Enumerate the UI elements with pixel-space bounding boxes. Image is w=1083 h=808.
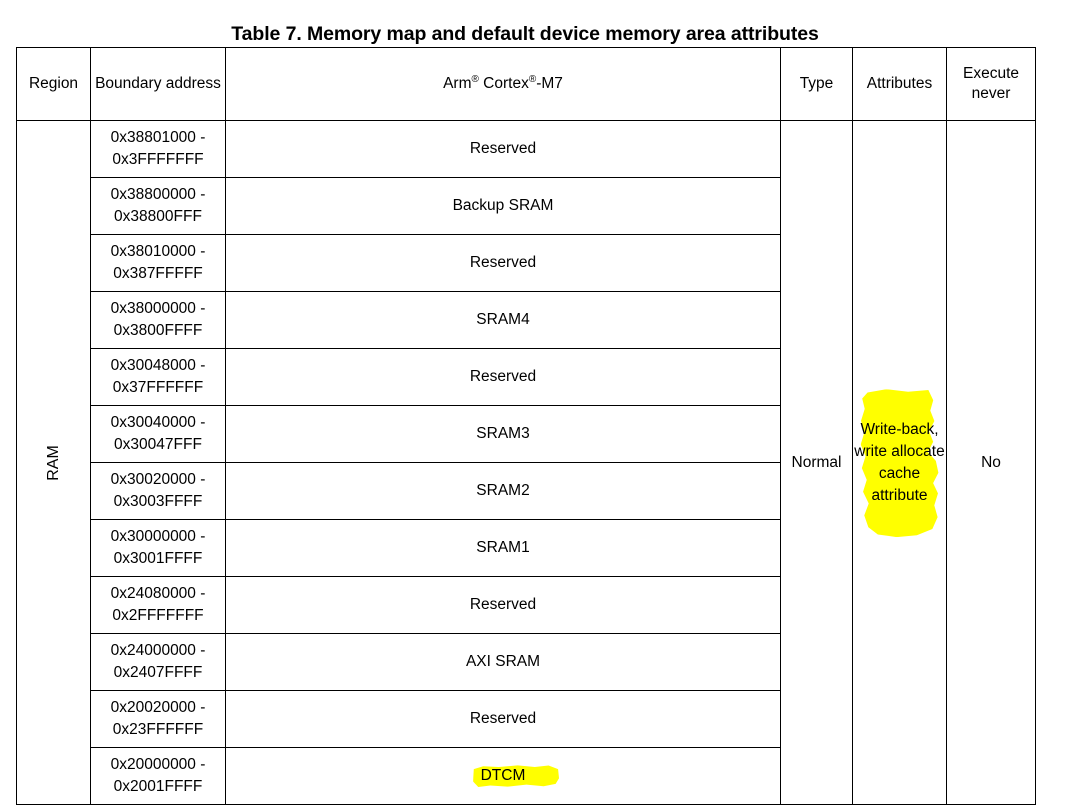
header-region: Region [16, 47, 91, 121]
type-label: Normal [791, 453, 842, 471]
header-core-prefix: Arm [443, 75, 472, 92]
table-row: 0x38000000 - 0x3800FFFF SRAM4 [17, 291, 1036, 349]
cell-boundary-address: 0x30020000 - 0x3003FFFF [90, 462, 226, 520]
header-execute-never: Execute never [946, 47, 1036, 121]
region-label: RAM [44, 444, 62, 481]
memory-area-label: Reserved [469, 140, 537, 157]
cell-boundary-address: 0x38800000 - 0x38800FFF [90, 177, 226, 235]
table-row: 0x30020000 - 0x3003FFFF SRAM2 [17, 462, 1036, 520]
cell-region: RAM [16, 120, 91, 805]
cell-memory-area: SRAM2 [225, 462, 781, 520]
cell-boundary-address: 0x38000000 - 0x3800FFFF [90, 291, 226, 349]
cell-memory-area: Reserved [225, 348, 781, 406]
cell-memory-area: Reserved [225, 120, 781, 178]
address-range-end: 0x3800FFFF [113, 322, 203, 339]
header-row: Region Boundary address Arm® Cortex®-M7 … [16, 47, 1036, 121]
registered-mark-icon: ® [471, 73, 479, 85]
highlighted-memory-area: DTCM [481, 767, 526, 785]
address-range-start: 0x38000000 - [110, 300, 206, 317]
yellow-highlight-mark [859, 388, 940, 537]
address-range-start: 0x20000000 - [110, 756, 206, 773]
highlighted-attributes: Write-back, write allocate cache attribu… [853, 419, 946, 507]
cell-memory-area: Reserved [225, 576, 781, 634]
attributes-label: Write-back, write allocate cache attribu… [854, 420, 945, 504]
table-row: 0x30040000 - 0x30047FFF SRAM3 [17, 405, 1036, 463]
memory-area-label: SRAM3 [476, 425, 530, 442]
address-range-end: 0x38800FFF [114, 208, 202, 225]
table-row: 0x38800000 - 0x38800FFF Backup SRAM [17, 177, 1036, 235]
address-range-end: 0x3FFFFFFF [112, 151, 204, 168]
cell-memory-area: SRAM1 [225, 519, 781, 577]
cell-memory-area: SRAM4 [225, 291, 781, 349]
registered-mark-icon-2: ® [528, 73, 537, 85]
address-range-end: 0x2407FFFF [113, 664, 203, 681]
address-range-start: 0x38010000 - [110, 243, 206, 260]
address-range-start: 0x30040000 - [110, 414, 206, 431]
address-range-start: 0x38801000 - [110, 129, 206, 146]
memory-area-label: Reserved [469, 254, 537, 271]
memory-area-label: DTCM [480, 767, 526, 784]
cell-memory-area: SRAM3 [225, 405, 781, 463]
cell-boundary-address: 0x38010000 - 0x387FFFFF [90, 234, 226, 292]
address-range-start: 0x30000000 - [110, 528, 206, 545]
header-attributes: Attributes [852, 47, 947, 121]
cell-boundary-address: 0x38801000 - 0x3FFFFFFF [90, 120, 226, 178]
address-range-end: 0x2FFFFFFF [112, 607, 204, 624]
cell-type: Normal [780, 120, 853, 805]
memory-area-label: SRAM1 [476, 539, 530, 556]
header-core-mid: Cortex [478, 75, 529, 92]
header-core: Arm® Cortex®-M7 [225, 47, 781, 121]
address-range-start: 0x20020000 - [110, 699, 206, 716]
address-range-start: 0x24000000 - [110, 642, 206, 659]
cell-boundary-address: 0x30040000 - 0x30047FFF [90, 405, 226, 463]
header-core-suffix: -M7 [536, 75, 563, 92]
memory-area-label: AXI SRAM [465, 653, 541, 670]
table-row: 0x20000000 - 0x2001FFFF DTCM [17, 747, 1036, 805]
cell-boundary-address: 0x24080000 - 0x2FFFFFFF [90, 576, 226, 634]
cell-boundary-address: 0x30048000 - 0x37FFFFFF [90, 348, 226, 406]
memory-area-label: Backup SRAM [452, 197, 554, 214]
cell-boundary-address: 0x20020000 - 0x23FFFFFF [90, 690, 226, 748]
execute-never-label: No [981, 453, 1001, 471]
cell-memory-area: Backup SRAM [225, 177, 781, 235]
cell-memory-area: DTCM [225, 747, 781, 805]
address-range-start: 0x38800000 - [110, 186, 206, 203]
cell-attributes: Write-back, write allocate cache attribu… [852, 120, 947, 805]
table-caption: Table 7. Memory map and default device m… [231, 23, 819, 45]
table-row: 0x24000000 - 0x2407FFFF AXI SRAM [17, 633, 1036, 691]
memory-area-label: Reserved [469, 596, 537, 613]
memory-area-label: Reserved [469, 710, 537, 727]
cell-memory-area: Reserved [225, 690, 781, 748]
address-range-end: 0x387FFFFF [113, 265, 203, 282]
address-range-end: 0x2001FFFF [113, 778, 203, 795]
cell-boundary-address: 0x30000000 - 0x3001FFFF [90, 519, 226, 577]
cell-memory-area: Reserved [225, 234, 781, 292]
memory-area-label: Reserved [469, 368, 537, 385]
address-range-end: 0x3003FFFF [113, 493, 203, 510]
memory-area-label: SRAM2 [476, 482, 530, 499]
memory-area-label: SRAM4 [476, 311, 530, 328]
address-range-start: 0x30020000 - [110, 471, 206, 488]
address-range-end: 0x3001FFFF [113, 550, 203, 567]
table-row: 0x30000000 - 0x3001FFFF SRAM1 [17, 519, 1036, 577]
address-range-start: 0x30048000 - [110, 357, 206, 374]
cell-execute-never: No [946, 120, 1036, 805]
address-range-start: 0x24080000 - [110, 585, 206, 602]
table-row: 0x38010000 - 0x387FFFFF Reserved [17, 234, 1036, 292]
cell-memory-area: AXI SRAM [225, 633, 781, 691]
address-range-end: 0x23FFFFFF [112, 721, 204, 738]
address-range-end: 0x37FFFFFF [112, 379, 204, 396]
table-row: 0x30048000 - 0x37FFFFFF Reserved [17, 348, 1036, 406]
cell-boundary-address: 0x20000000 - 0x2001FFFF [90, 747, 226, 805]
cell-boundary-address: 0x24000000 - 0x2407FFFF [90, 633, 226, 691]
header-type: Type [780, 47, 853, 121]
table-row: 0x20020000 - 0x23FFFFFF Reserved [17, 690, 1036, 748]
address-range-end: 0x30047FFF [114, 436, 202, 453]
header-boundary-address: Boundary address [90, 47, 226, 121]
memory-map-table: Region Boundary address Arm® Cortex®-M7 … [16, 47, 1036, 805]
table-header: Region Boundary address Arm® Cortex®-M7 … [16, 47, 1036, 121]
